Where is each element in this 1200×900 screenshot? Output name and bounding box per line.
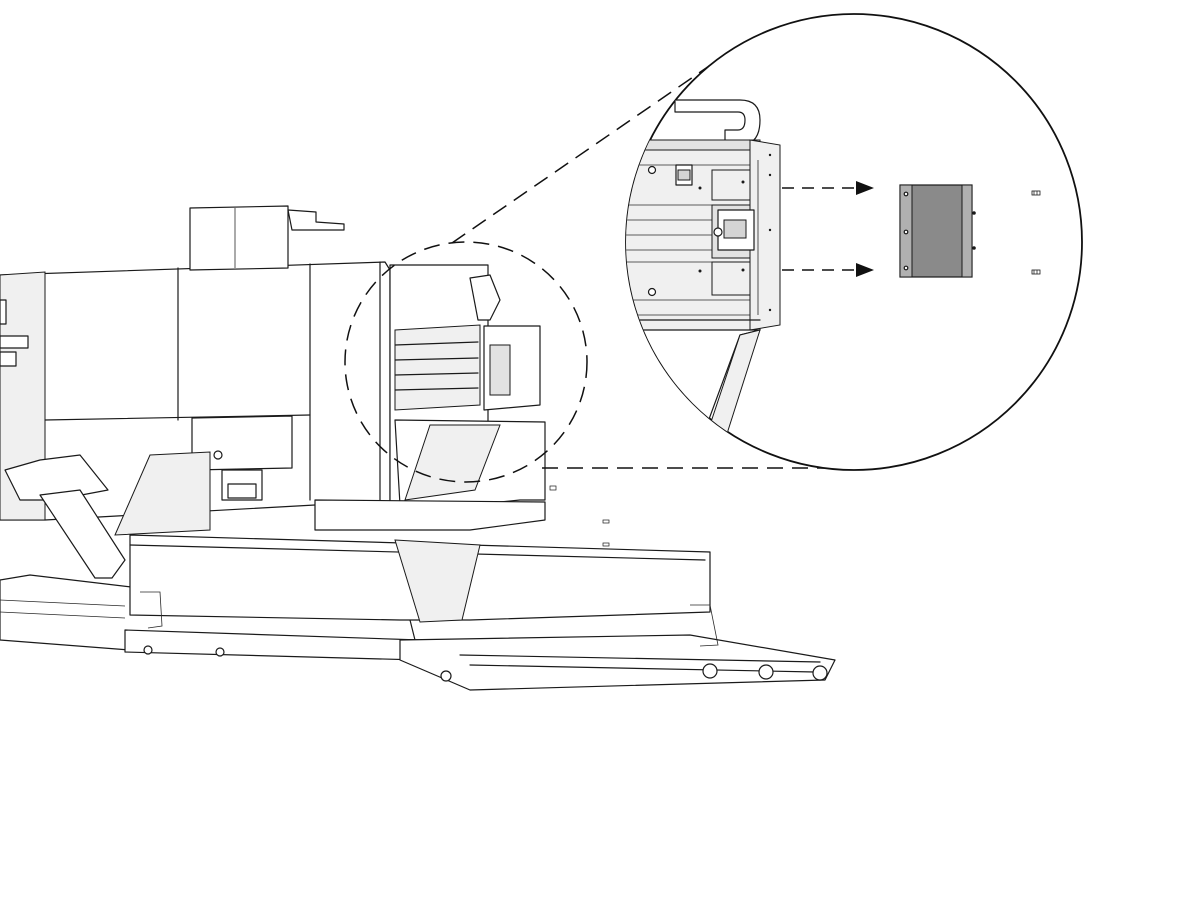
callout-leaders: [344, 63, 835, 483]
machine-body: [0, 205, 836, 691]
caster-wheels: [143, 645, 828, 682]
detail-region-marker: [344, 241, 588, 483]
base-tray: [0, 534, 836, 691]
mounting-screws: [1031, 190, 1041, 275]
spindle-column: [189, 205, 345, 501]
side-guard: [314, 264, 546, 531]
detail-arrows: [782, 181, 874, 277]
cover-plate: [899, 184, 976, 278]
chip-chute: [4, 451, 211, 579]
detail-view: [625, 13, 1083, 471]
loose-fasteners: [549, 485, 610, 547]
